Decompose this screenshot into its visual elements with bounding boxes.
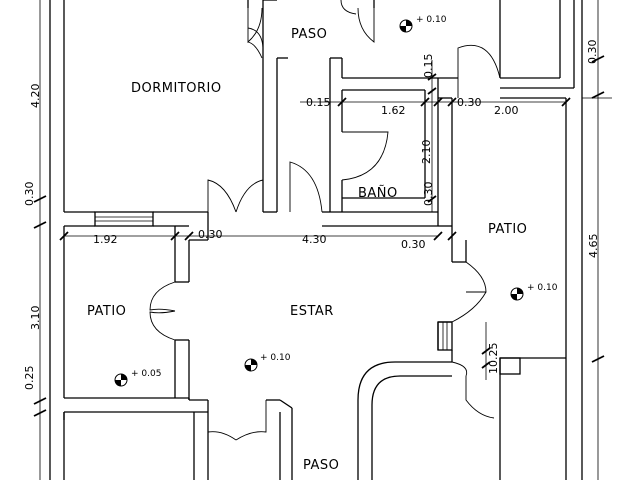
room-label-bano: BAÑO [358,185,398,201]
dim-2-10: 2.10 [420,140,433,165]
level-text-patio: + 0.10 [527,283,558,293]
dim-0-30-b: 0.30 [422,182,435,207]
room-label-paso-bottom: PASO [303,458,339,473]
dim-10-25: 10.25 [487,343,500,375]
room-label-patio-left: PATIO [87,304,126,319]
room-label-estar: ESTAR [290,304,334,319]
dim-4-20: 4.20 [29,84,42,109]
level-text-left: + 0.05 [131,369,161,379]
walls [49,0,583,480]
level-markers [114,19,524,387]
dim-0-30-left: 0.30 [23,182,36,207]
dim-1-62: 1.62 [381,104,406,117]
level-marker-left [114,373,128,387]
level-marker-patio [510,287,524,301]
dimension-lines [33,0,612,480]
level-text-estar: + 0.10 [260,353,291,363]
level-text-top: + 0.10 [416,15,447,25]
room-label-dormitorio: DORMITORIO [131,81,222,96]
doors [149,0,501,441]
dim-2-00: 2.00 [494,104,519,117]
dim-0-30-c: 0.30 [198,228,223,241]
dim-4-30: 4.30 [302,233,327,246]
dim-3-10: 3.10 [29,306,42,331]
dim-1-92: 1.92 [93,233,118,246]
dim-0-15-top: 0.15 [422,54,435,79]
dim-0-25: 0.25 [23,366,36,391]
dim-0-30-right: 0.30 [586,40,599,65]
dim-0-30-d: 0.30 [401,238,426,251]
room-label-paso-top: PASO [291,27,327,42]
dim-0-15-left: 0.15 [306,96,331,109]
dim-4-65: 4.65 [587,234,600,259]
room-label-patio-right: PATIO [488,222,527,237]
level-marker-top [399,19,413,33]
dim-0-30-a: 0.30 [457,96,482,109]
level-marker-estar [244,358,258,372]
